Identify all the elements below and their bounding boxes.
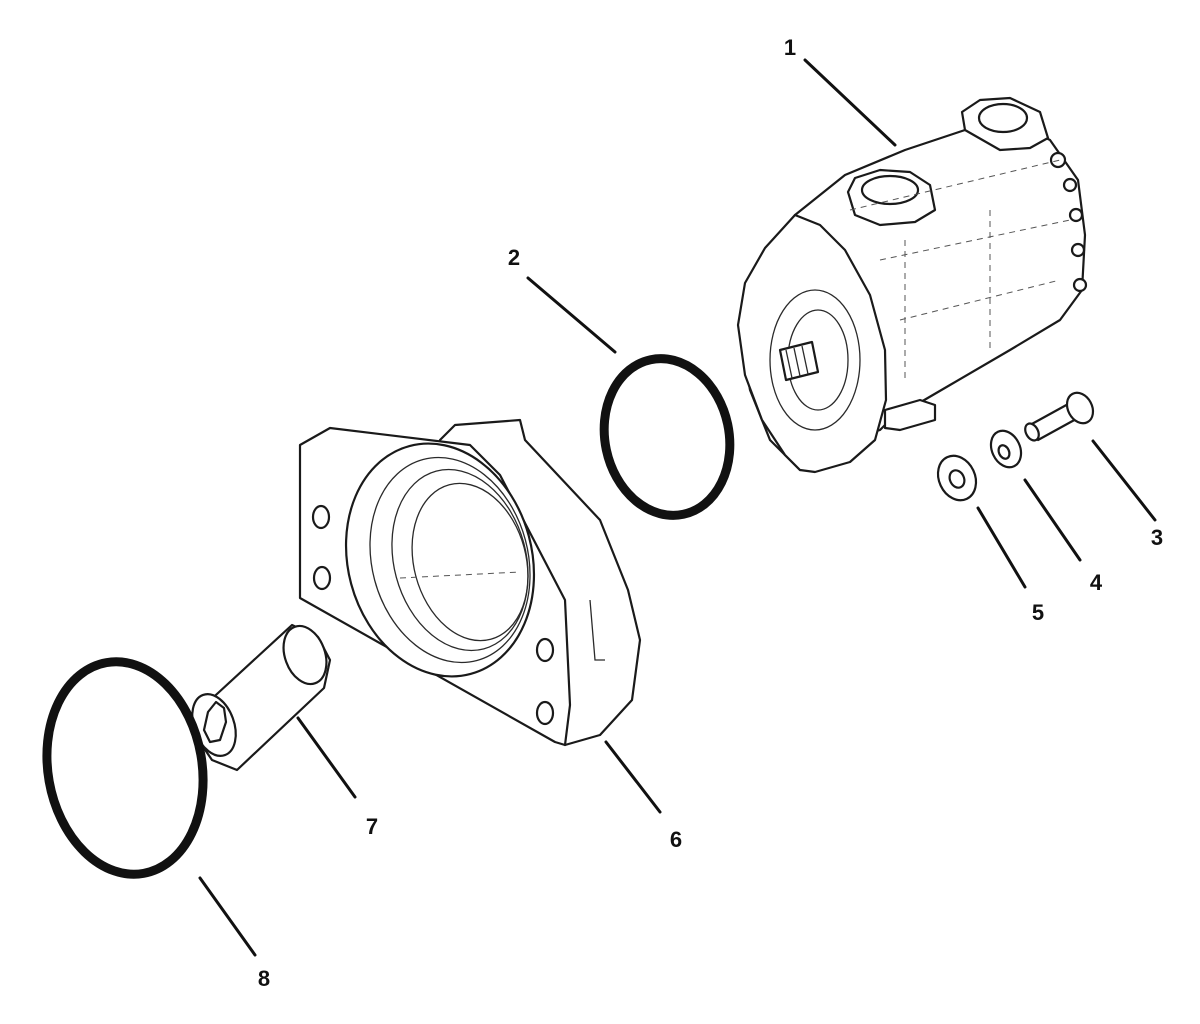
leader-line-1 bbox=[803, 58, 897, 147]
leader-line-2 bbox=[526, 276, 617, 354]
leader-line-3 bbox=[1091, 439, 1157, 522]
part-4-lock-washer bbox=[989, 429, 1023, 469]
part-6-adapter-flange bbox=[298, 418, 642, 747]
callout-8: 8 bbox=[258, 966, 270, 991]
part-1-pump bbox=[736, 96, 1088, 474]
leader-line-8 bbox=[198, 876, 257, 957]
part-2-o-ring bbox=[599, 354, 735, 520]
leader-line-4 bbox=[1023, 478, 1082, 562]
callout-7: 7 bbox=[366, 814, 378, 839]
callout-1: 1 bbox=[784, 35, 796, 60]
part-7-coupling bbox=[191, 623, 332, 772]
part-8-o-ring bbox=[42, 657, 208, 879]
leader-line-7 bbox=[296, 716, 357, 799]
callout-4: 4 bbox=[1090, 570, 1103, 595]
callout-5: 5 bbox=[1032, 600, 1044, 625]
leader-line-5 bbox=[976, 506, 1027, 589]
leader-line-6 bbox=[604, 740, 662, 814]
callout-3: 3 bbox=[1151, 525, 1163, 550]
callout-2: 2 bbox=[508, 245, 520, 270]
part-5-flat-washer bbox=[936, 454, 978, 502]
callout-6: 6 bbox=[670, 827, 682, 852]
part-3-bolt bbox=[1024, 391, 1095, 442]
